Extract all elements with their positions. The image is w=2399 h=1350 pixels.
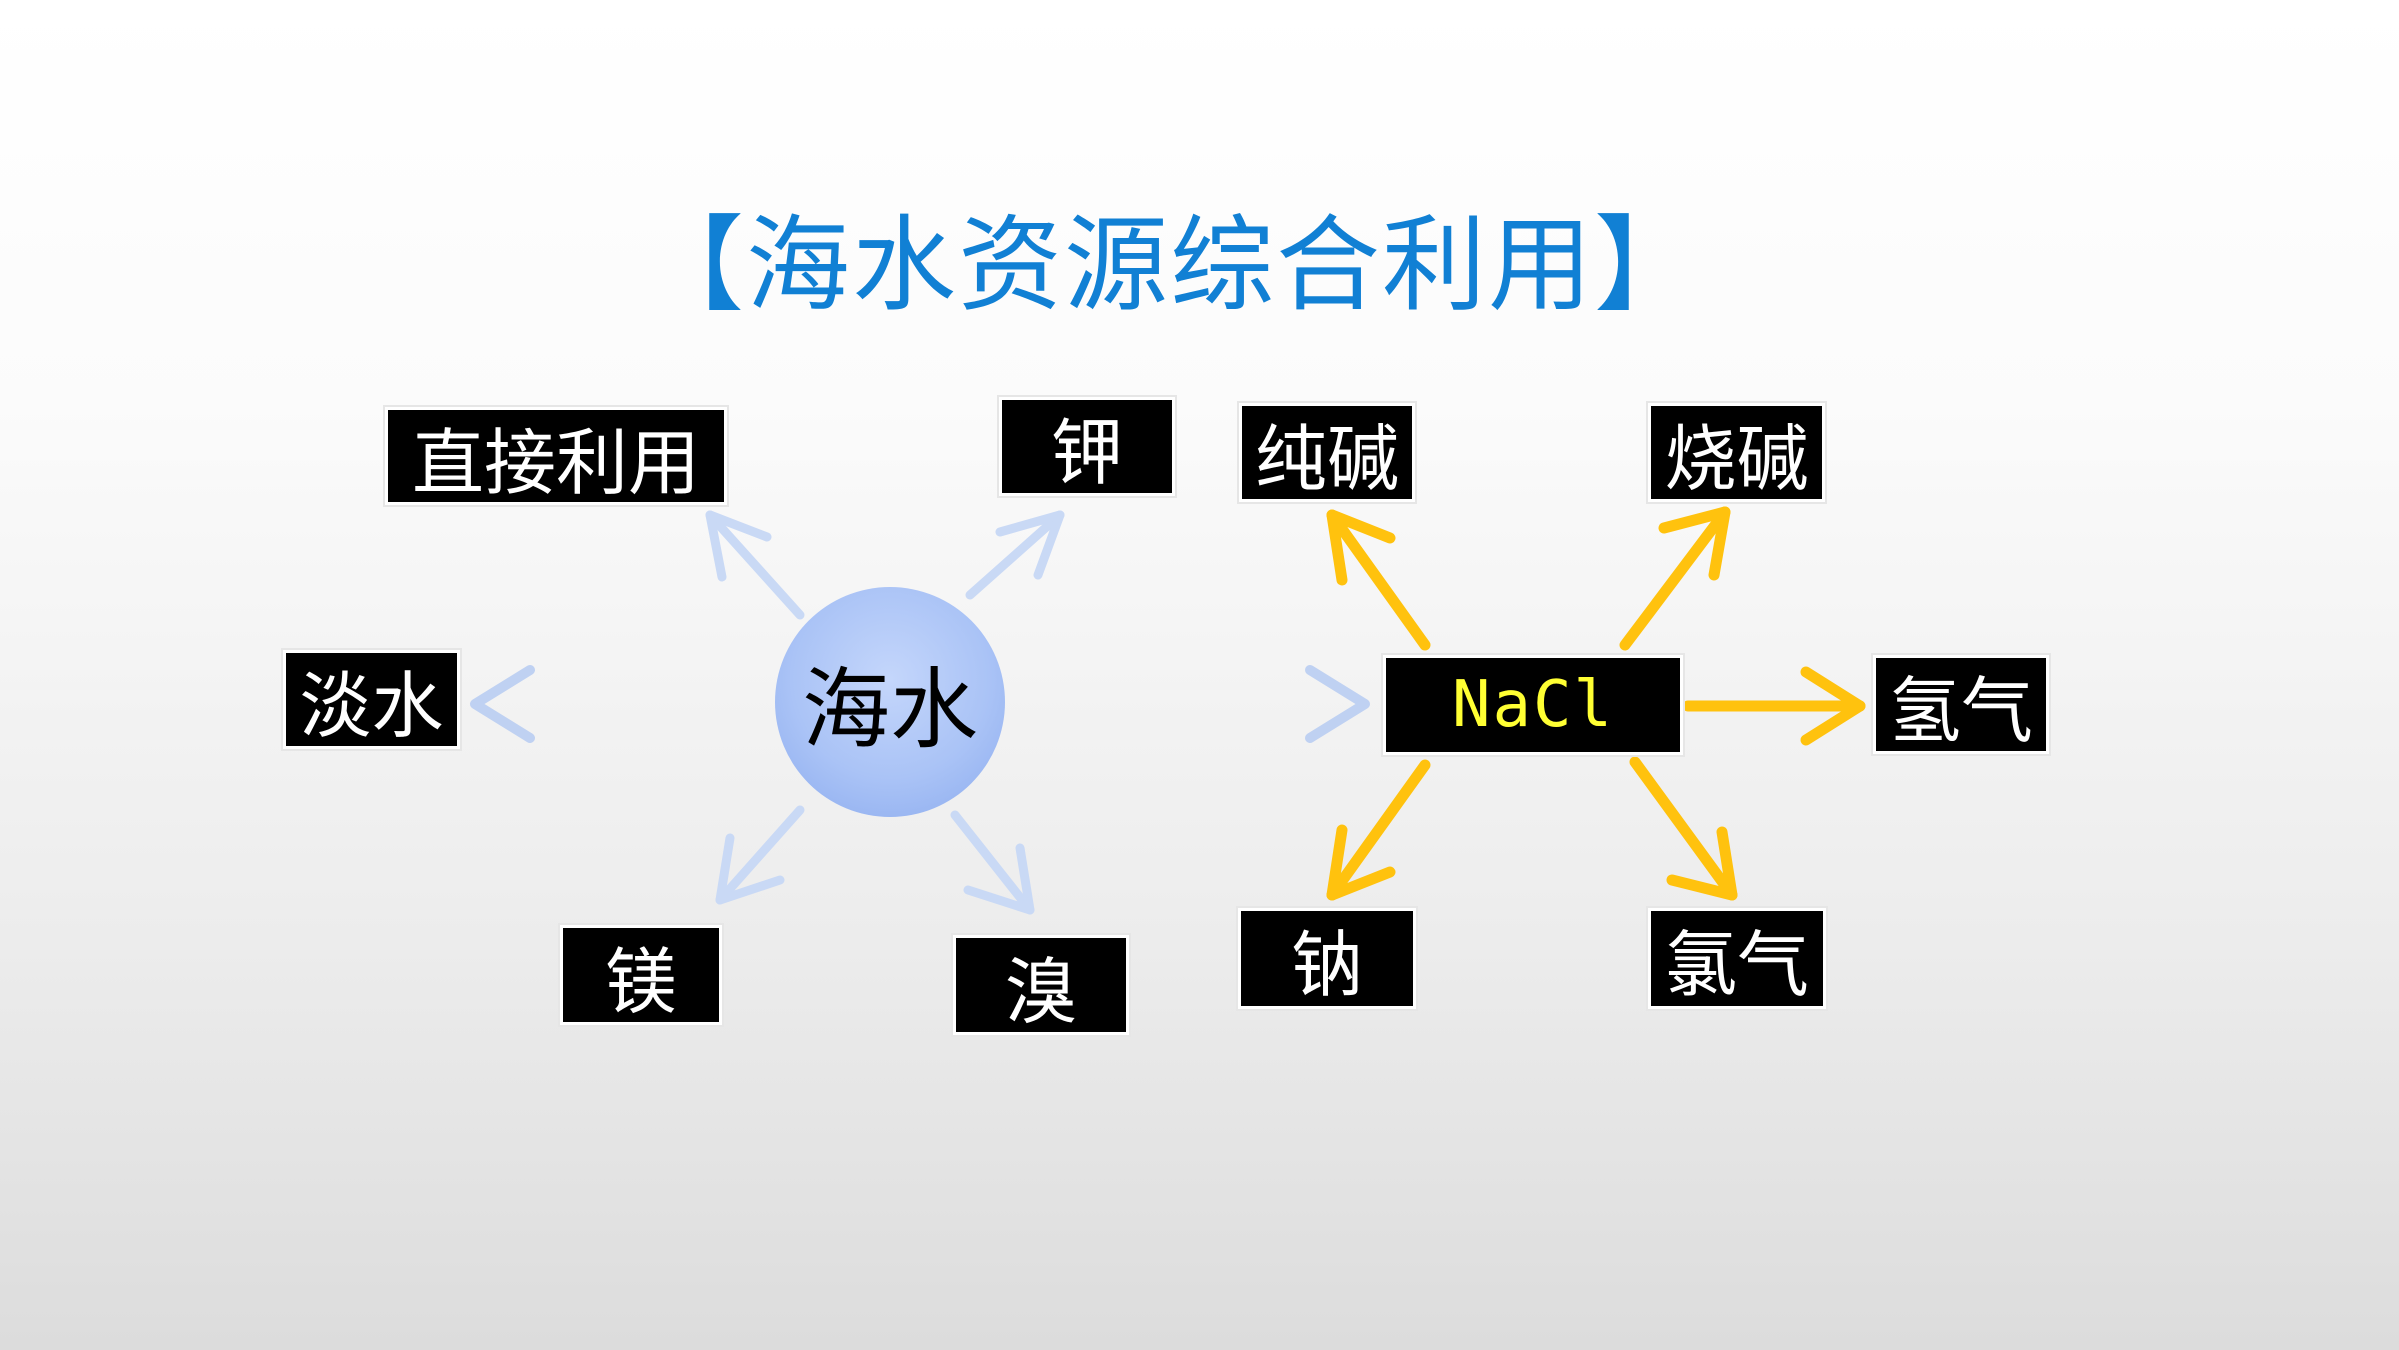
arrow-to-direct-use [705,510,805,620]
arrow-to-hydrogen [1682,666,1866,746]
arrow-to-chlorine [1629,756,1738,901]
box-hydrogen: 氢气 [1873,655,2049,754]
box-chlorine: 氯气 [1648,908,1826,1009]
box-magnesium: 镁 [560,925,722,1025]
arrow-to-magnesium [715,805,805,905]
arrow-to-sodium [1326,759,1431,901]
arrow-to-soda-ash [1326,509,1431,651]
box-fresh-water: 淡水 [283,650,460,749]
box-nacl: NaCl [1383,655,1683,755]
sea-water-node: 海水 [775,587,1005,817]
box-sodium: 钠 [1238,908,1416,1009]
arrow-to-caustic-soda [1619,506,1731,651]
box-direct-use: 直接利用 [385,407,727,505]
box-caustic-soda: 烧碱 [1648,403,1825,502]
page-title: 【海水资源综合利用】 [640,204,1701,326]
box-soda-ash: 纯碱 [1239,403,1415,502]
box-potassium: 钾 [999,397,1175,496]
arrow-to-potassium [965,510,1065,600]
arrow-to-bromine [950,810,1035,915]
arrow-to-nacl [1007,665,1370,743]
box-bromine: 溴 [953,935,1129,1035]
arrow-to-fresh-water [470,665,773,743]
